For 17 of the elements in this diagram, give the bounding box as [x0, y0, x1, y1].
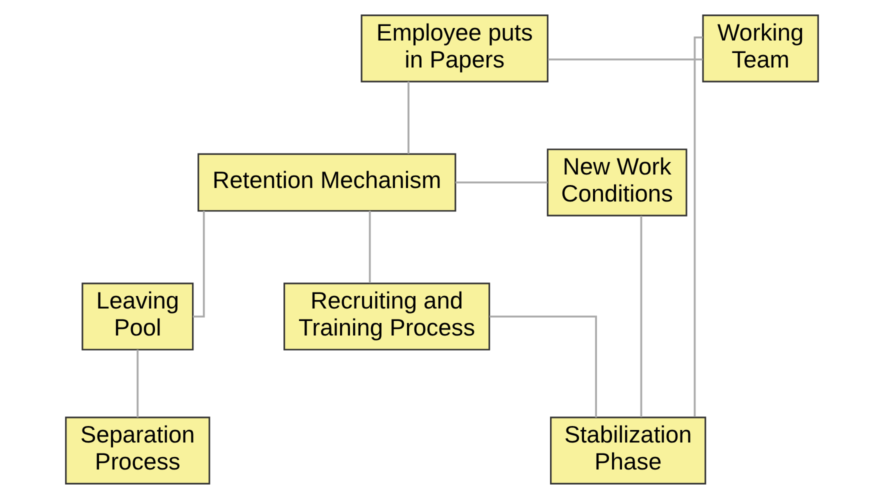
connector	[455, 181, 548, 183]
connector	[368, 210, 371, 282]
node-box: Stabilization Phase	[550, 416, 706, 484]
node-box: Working Team	[702, 14, 819, 82]
connector	[136, 349, 139, 417]
node-box: Leaving Pool	[82, 282, 194, 350]
connector	[640, 215, 642, 417]
connector	[490, 315, 597, 417]
node-box: Retention Mechanism	[198, 152, 456, 212]
connector	[192, 210, 205, 317]
node-box: Employee puts in Papers	[360, 14, 548, 82]
connector	[408, 81, 410, 154]
node-box: Separation Process	[65, 416, 210, 484]
connector	[548, 58, 703, 60]
node-box: New Work Conditions	[546, 148, 688, 216]
node-box: Recruiting and Training Process	[284, 282, 490, 350]
connector	[694, 36, 703, 416]
